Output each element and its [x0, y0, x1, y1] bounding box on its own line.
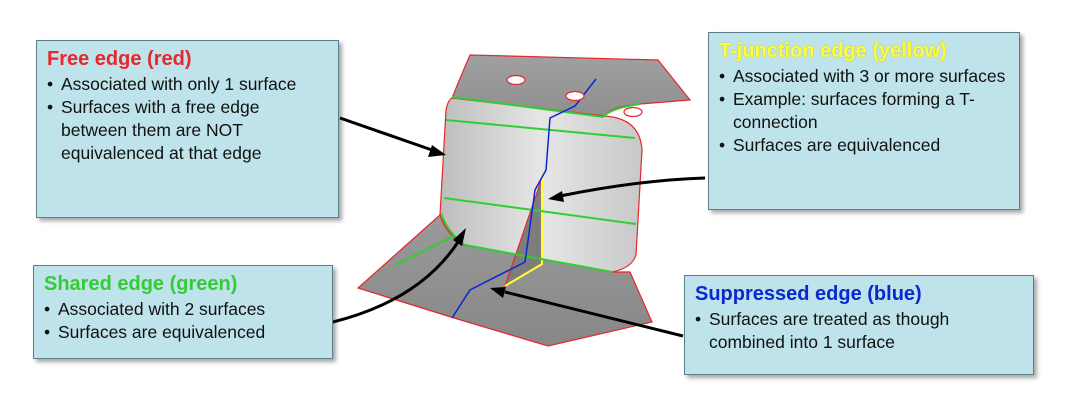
sheet-metal-part [356, 54, 692, 347]
shared-edge-callout: Shared edge (green) Associated with 2 su… [33, 265, 333, 359]
free-edge-title: Free edge (red) [47, 48, 192, 70]
suppressed-edge-bullets: Surfaces are treated as though combined … [695, 308, 1023, 354]
t-junction-edge-line [504, 178, 543, 287]
free-edge-arrow [339, 116, 433, 152]
suppressed-edge-title: Suppressed edge (blue) [695, 283, 922, 305]
t-junction-edge-bullet: Surfaces are equivalenced [719, 134, 1009, 157]
shared-edge-bullet: Surfaces are equivalenced [44, 321, 322, 344]
shared-edge-arrow [332, 241, 460, 324]
shared-edge-bullets: Associated with 2 surfaces Surfaces are … [44, 298, 322, 344]
shared-edge-bullet: Associated with 2 surfaces [44, 298, 322, 321]
suppressed-edge-arrowhead [490, 287, 506, 298]
free-edge-arrowhead [428, 145, 446, 157]
t-junction-edge-bullets: Associated with 3 or more surfaces Examp… [719, 65, 1009, 157]
t-junction-arrowhead [548, 191, 564, 202]
t-junction-edge-callout: T-junction edge (yellow) Associated with… [708, 32, 1020, 210]
leader-arrows [332, 116, 706, 338]
t-junction-edge-title: T-junction edge (yellow) [719, 40, 947, 62]
suppressed-edge-line [451, 78, 597, 319]
shared-edge-arrowhead [453, 228, 466, 246]
suppressed-edge-arrow [504, 290, 684, 338]
t-junction-edge-bullet: Associated with 3 or more surfaces [719, 65, 1009, 88]
suppressed-edge-bullet: Surfaces are treated as though combined … [695, 308, 1023, 354]
shared-edge-title: Shared edge (green) [44, 273, 238, 295]
t-junction-arrow [559, 176, 706, 198]
t-junction-edge-bullet: Example: surfaces forming a T-connection [719, 88, 1009, 134]
suppressed-edge-callout: Suppressed edge (blue) Surfaces are trea… [684, 275, 1034, 375]
free-edge-bullet: Surfaces with a free edge between them a… [47, 96, 328, 165]
free-edge-bullets: Associated with only 1 surface Surfaces … [47, 73, 328, 165]
mounting-holes [506, 74, 643, 118]
shared-edge-lines [394, 96, 641, 273]
free-edge-bullet: Associated with only 1 surface [47, 73, 328, 96]
arrow-heads [428, 145, 564, 298]
free-edge-callout: Free edge (red) Associated with only 1 s… [36, 40, 339, 218]
